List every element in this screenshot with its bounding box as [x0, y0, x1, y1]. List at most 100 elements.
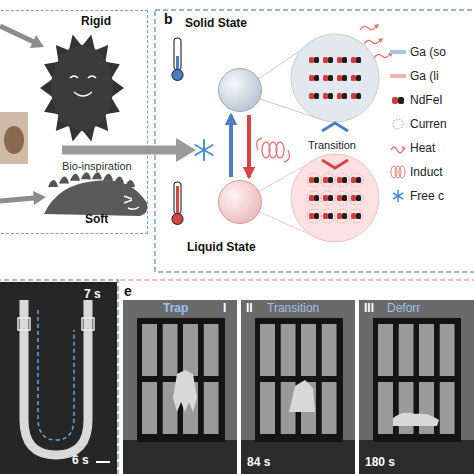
legend-text: Ga (so	[410, 44, 446, 60]
eddy-current	[307, 173, 321, 187]
cage-bar	[457, 318, 460, 442]
magnet-particle	[356, 75, 361, 81]
cage	[255, 318, 343, 442]
cage-bar	[298, 318, 301, 442]
trapped-robot	[173, 370, 197, 412]
bio-arrow	[176, 138, 196, 162]
legend-text: Ga (li	[410, 68, 439, 84]
node-text: Trap	[163, 302, 188, 315]
trapped-robot	[393, 413, 439, 426]
panel-letter: b	[164, 12, 173, 27]
magnet-particle	[342, 177, 347, 183]
eddy-current	[335, 209, 349, 223]
legend-symbol	[390, 92, 406, 108]
legend-symbol	[390, 188, 406, 204]
thermometer	[172, 214, 183, 225]
current-icon	[393, 119, 403, 129]
coil-loop	[276, 142, 284, 158]
photo-floor	[123, 440, 237, 474]
magnet-particle	[351, 93, 356, 99]
snowflake-arm	[195, 145, 212, 155]
node-text: II	[246, 302, 253, 315]
node-text: 6 s	[72, 454, 89, 467]
magnet-icon	[392, 97, 398, 104]
node-text: 180 s	[365, 456, 395, 469]
eddy-current	[335, 191, 349, 205]
cage-bar	[278, 318, 281, 442]
legend-symbol	[390, 164, 406, 180]
snowflake-icon	[393, 193, 403, 199]
cage-window	[204, 324, 219, 376]
magnet-particle	[314, 195, 319, 201]
magnet-particle	[323, 195, 328, 201]
cage-window	[163, 324, 178, 376]
node-text: III	[364, 302, 374, 315]
heat-icon	[391, 147, 403, 153]
state-arrow	[229, 115, 233, 177]
panel-frame	[155, 10, 474, 272]
eddy-current	[349, 173, 363, 187]
coil-field	[257, 138, 290, 162]
magnet-particle	[309, 213, 314, 219]
eddy-current	[321, 209, 335, 223]
guide-arrow	[33, 191, 46, 205]
legend-text: Heat	[410, 140, 435, 156]
magnet-particle	[328, 213, 333, 219]
eddy-current	[321, 173, 335, 187]
magnet-particle	[342, 93, 347, 99]
legend-swatch	[390, 74, 406, 78]
creature-rigid	[40, 34, 124, 141]
legend-symbol	[390, 116, 406, 132]
photo-floor	[241, 440, 355, 474]
legend-symbol	[390, 140, 406, 156]
cage-bar	[375, 318, 378, 442]
heat-arrow	[374, 54, 390, 58]
legend-item: Free c	[390, 188, 474, 204]
magnet-particle	[356, 195, 361, 201]
cage-bar	[139, 318, 142, 442]
cage-window	[378, 382, 393, 434]
cage-window	[301, 324, 316, 376]
magnet-particle	[323, 93, 328, 99]
magnet-particle	[342, 57, 347, 63]
snowflake-arm	[195, 145, 212, 155]
legend-swatch	[390, 50, 406, 54]
node-text: I	[223, 302, 226, 315]
zoom-liquid	[291, 154, 379, 242]
cage-window	[204, 382, 219, 434]
cage-window	[281, 324, 296, 376]
motion-path	[38, 310, 74, 440]
magnet-particle	[309, 75, 314, 81]
photo-panel	[0, 282, 117, 474]
node-text: 84 s	[247, 456, 270, 469]
cage-bar	[257, 318, 260, 442]
magnet-particle	[337, 177, 342, 183]
legend-item: Induct	[390, 164, 474, 180]
magnet-particle	[337, 75, 342, 81]
magnet-particle	[309, 57, 314, 63]
photo-inset	[4, 126, 24, 154]
magnet-particle	[342, 195, 347, 201]
magnet-particle	[351, 57, 356, 63]
photo-frame	[359, 300, 474, 474]
bio-arrow	[62, 146, 180, 155]
legend-text: Free c	[410, 188, 444, 204]
u-track	[24, 300, 88, 455]
cage-window	[142, 382, 157, 434]
snowflake-icon	[393, 193, 403, 199]
magnet-particle	[328, 57, 333, 63]
robot-marker	[18, 318, 30, 330]
photo-frame	[241, 300, 355, 474]
guide-arrow	[0, 198, 34, 201]
creature-face	[124, 196, 139, 209]
magnet-particle	[314, 177, 319, 183]
guide-arrow	[0, 26, 34, 42]
node-text: Deforr	[387, 302, 420, 315]
panel-divider	[120, 279, 474, 281]
magnet-particle	[328, 177, 333, 183]
cage-bar	[221, 318, 224, 442]
magnet-particle	[309, 93, 314, 99]
magnet-particle	[328, 93, 333, 99]
magnet-particle	[323, 57, 328, 63]
magnet-particle	[337, 57, 342, 63]
